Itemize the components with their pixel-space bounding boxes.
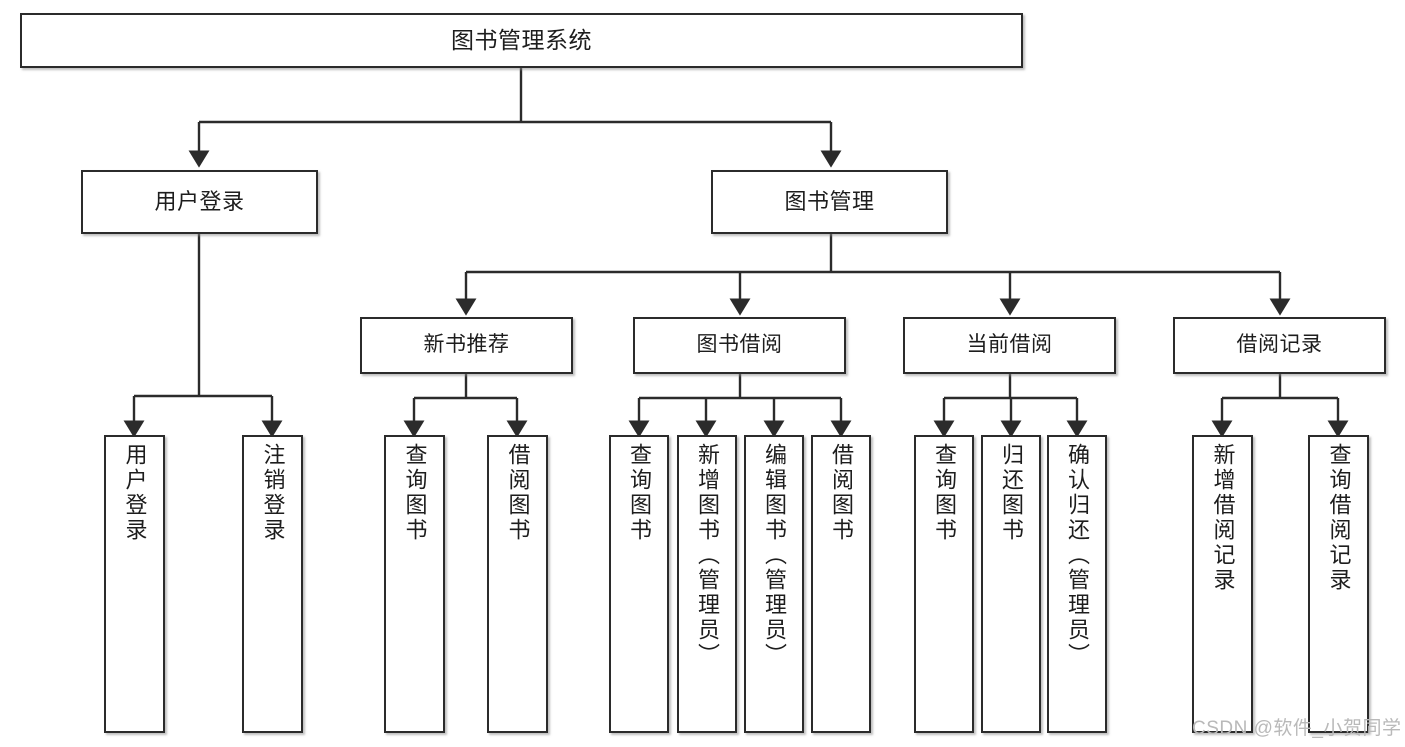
node-label: 借阅图书 [829,443,854,543]
leaf-book-borrow-edit-book-admin[interactable]: 编辑图书（管理员） [744,435,804,733]
leaf-current-borrow-confirm-return-admin[interactable]: 确认归还（管理员） [1047,435,1107,733]
node-book-management[interactable]: 图书管理 [711,170,948,234]
leaf-book-borrow-add-book-admin[interactable]: 新增图书（管理员） [677,435,737,733]
node-label: 新增图书（管理员） [695,443,720,668]
node-label: 编辑图书（管理员） [762,443,787,668]
node-label: 确认归还（管理员） [1065,443,1090,668]
node-current-borrow[interactable]: 当前借阅 [903,317,1116,374]
leaf-new-book-query-book[interactable]: 查询图书 [384,435,445,733]
node-label: 用户登录 [154,189,245,215]
leaf-borrow-record-add-record[interactable]: 新增借阅记录 [1192,435,1253,733]
node-label: 查询图书 [932,443,957,543]
node-label: 借阅图书 [505,443,531,543]
node-label: 注销登录 [260,443,286,543]
node-user-login[interactable]: 用户登录 [81,170,318,234]
leaf-book-borrow-borrow-book[interactable]: 借阅图书 [811,435,871,733]
leaf-new-book-borrow-book[interactable]: 借阅图书 [487,435,548,733]
node-label: 归还图书 [999,443,1024,543]
node-label: 新增借阅记录 [1210,443,1236,593]
leaf-user-login-logout[interactable]: 注销登录 [242,435,303,733]
node-label: 查询借阅记录 [1326,443,1352,593]
node-label: 当前借阅 [966,333,1053,357]
node-borrow-record[interactable]: 借阅记录 [1173,317,1386,374]
node-label: 图书管理系统 [451,26,592,53]
node-label: 新书推荐 [423,333,510,357]
watermark-text: CSDN @软件_小贺同学 [1192,718,1402,739]
node-label: 用户登录 [122,443,148,543]
leaf-book-borrow-query-book[interactable]: 查询图书 [609,435,669,733]
leaf-borrow-record-query-record[interactable]: 查询借阅记录 [1308,435,1369,733]
node-new-book-recommend[interactable]: 新书推荐 [360,317,573,374]
node-label: 图书借阅 [696,333,783,357]
node-label: 查询图书 [627,443,652,543]
leaf-current-borrow-query-book[interactable]: 查询图书 [914,435,974,733]
node-label: 借阅记录 [1236,333,1323,357]
node-label: 图书管理 [784,189,875,215]
node-book-borrow[interactable]: 图书借阅 [633,317,846,374]
node-label: 查询图书 [402,443,428,543]
leaf-current-borrow-return-book[interactable]: 归还图书 [981,435,1041,733]
leaf-user-login-login[interactable]: 用户登录 [104,435,165,733]
node-root-system[interactable]: 图书管理系统 [20,13,1023,68]
